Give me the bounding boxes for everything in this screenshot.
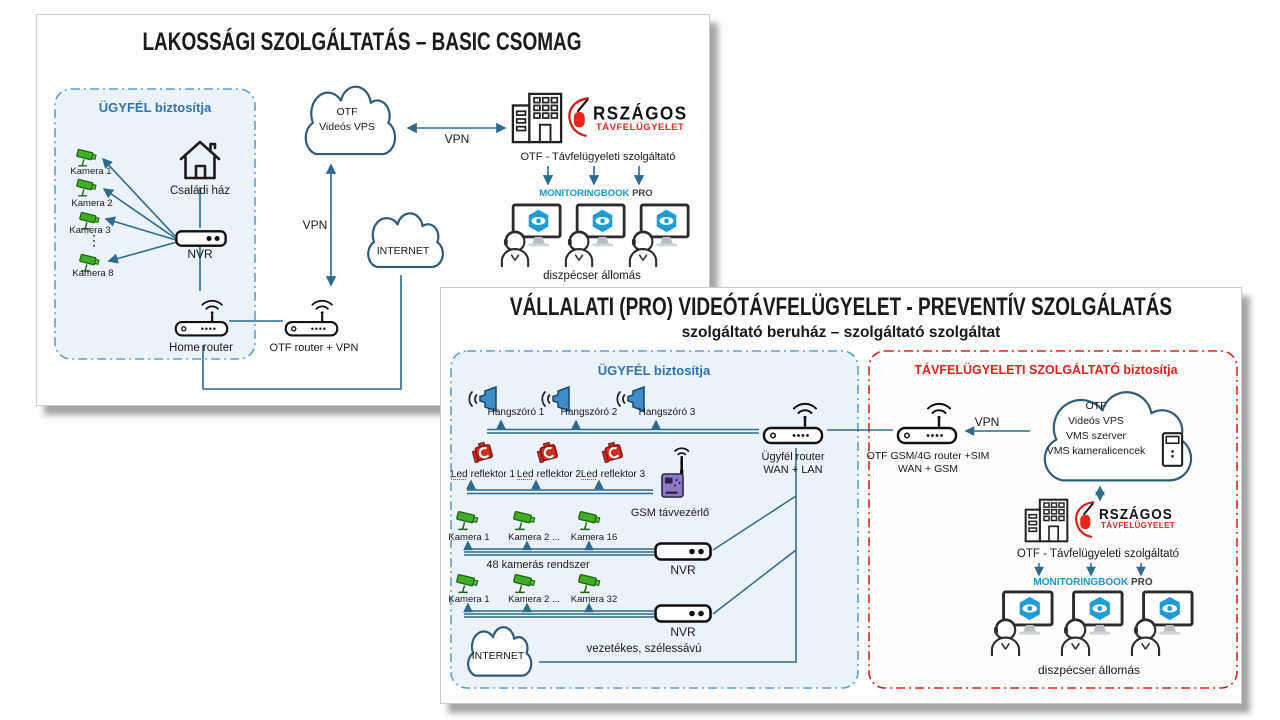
otf-gsm-router-sublabel: WAN + GSM xyxy=(898,463,958,475)
vpn-label: VPN xyxy=(444,132,470,146)
monitoringbook-suffix: PRO xyxy=(632,188,653,199)
nvr-label: NVR xyxy=(670,563,696,577)
home-router-label: Home router xyxy=(169,342,233,354)
led-rest: reflektor 1 xyxy=(470,469,516,480)
panel2-subtitle: szolgáltató beruház – szolgáltató szolgá… xyxy=(681,324,1001,341)
monitor-operator-icon xyxy=(1130,589,1194,657)
logo-wordmark: RSZÁGOS xyxy=(593,103,688,124)
panel2-title: VÁLLALATI (PRO) VIDEÓTÁVFELÜGYELET - PRE… xyxy=(509,294,1173,322)
camera-label: Kamera 2 ... xyxy=(508,594,560,605)
monitor-operator-icon xyxy=(500,202,562,268)
otf-logo-icon xyxy=(1073,499,1098,540)
wired-broadband-label: vezetékes, szélessávú xyxy=(586,643,702,655)
system-size-label: 48 kamerás rendszer xyxy=(486,559,590,571)
led-word: Led xyxy=(580,469,598,480)
led-floodlight-icon xyxy=(535,440,563,467)
camera-label: Kamera 1 xyxy=(70,166,112,177)
camera-icon xyxy=(577,510,605,534)
camera-label: Kamera 2 ... xyxy=(508,532,560,543)
dispatcher-label: diszpécser állomás xyxy=(543,270,641,282)
led-rest: reflektor 2 xyxy=(536,469,582,480)
otf-logo-icon xyxy=(566,95,593,139)
camera-label: Kamera 2 xyxy=(71,198,113,209)
otf-router-icon xyxy=(284,292,339,338)
customer-router-icon xyxy=(761,395,825,445)
camera-label: Kamera 3 xyxy=(69,225,111,236)
dispatcher-label: diszpécser állomás xyxy=(1037,663,1141,677)
nvr-icon xyxy=(654,542,712,561)
vpn-label: VPN xyxy=(974,415,1000,429)
cloud-line: Videós VPS xyxy=(1068,415,1124,427)
camera-icon xyxy=(75,178,101,200)
server-icon xyxy=(1160,430,1185,469)
speaker-label: Hangszóró 2 xyxy=(560,407,618,418)
monitor-operator-icon xyxy=(628,202,690,268)
home-router-icon xyxy=(174,292,229,338)
vps-cloud-line: Videós VPS xyxy=(319,121,375,133)
gsm-controller-icon xyxy=(659,438,693,504)
ellipsis-dots: ⋮ xyxy=(87,232,101,248)
monitoringbook-brand: MONITORINGBOOK xyxy=(1033,577,1129,588)
led-floodlight-icon xyxy=(600,440,628,467)
cloud-line: VMS szerver xyxy=(1065,430,1127,442)
cloud-line: VMS kameralicencek xyxy=(1046,445,1146,457)
customer-router-label: Ügyfél router xyxy=(761,451,825,463)
logo-wordmark: RSZÁGOS xyxy=(1099,506,1173,523)
logo-wordmark-sub: TÁVFELÜGYELET xyxy=(596,122,685,133)
led-word: Led xyxy=(516,469,534,480)
otf-caption: OTF - Távfelügyeleti szolgáltató xyxy=(520,151,676,163)
customer-router-sublabel: WAN + LAN xyxy=(763,464,823,476)
vps-cloud-line: OTF xyxy=(336,106,358,118)
customer-box-title: ÜGYFÉL biztosítja xyxy=(98,100,212,115)
otf-router-label: OTF router + VPN xyxy=(269,342,359,354)
connector-lines xyxy=(54,88,645,390)
nvr-label: NVR xyxy=(187,247,213,261)
speaker-label: Hangszóró 1 xyxy=(487,407,545,418)
house-label: Családi ház xyxy=(169,185,231,197)
internet-label: INTERNET xyxy=(471,650,525,662)
building-icon xyxy=(1023,498,1070,543)
nvr-icon xyxy=(654,604,712,623)
monitoringbook-label: MONITORINGBOOK PRO xyxy=(1033,577,1152,588)
nvr-label: NVR xyxy=(670,625,696,639)
house-icon xyxy=(177,136,223,184)
camera-label: Kamera 1 xyxy=(448,594,490,605)
camera-icon xyxy=(512,510,540,534)
led-word: Led xyxy=(450,469,468,480)
otf-gsm-router-label: OTF GSM/4G router +SIM xyxy=(866,450,990,462)
panel1-title: LAKOSSÁGI SZOLGÁLTATÁS – BASIC CSOMAG xyxy=(142,29,582,57)
camera-label: Kamera 1 xyxy=(448,532,490,543)
camera-label: Kamera 16 xyxy=(570,532,618,543)
basic-package-diagram: LAKOSSÁGI SZOLGÁLTATÁS – BASIC CSOMAG ÜG… xyxy=(36,14,710,406)
pro-package-diagram: VÁLLALATI (PRO) VIDEÓTÁVFELÜGYELET - PRE… xyxy=(440,287,1242,704)
monitor-operator-icon xyxy=(1060,589,1124,657)
led-floodlight-icon xyxy=(470,440,498,467)
internet-cloud-icon xyxy=(355,212,452,274)
building-icon xyxy=(510,90,564,146)
provider-box-title: TÁVFELÜGYELETI SZOLGÁLTATÓ biztosítja xyxy=(914,363,1178,377)
internet-label: INTERNET xyxy=(376,245,430,257)
customer-box-title: ÜGYFÉL biztosítja xyxy=(597,363,711,378)
gsm-label: GSM távvezérlő xyxy=(630,507,710,519)
otf-gsm-router-icon xyxy=(895,395,959,445)
monitoringbook-brand: MONITORINGBOOK xyxy=(539,188,630,199)
vpn-label: VPN xyxy=(302,218,328,232)
monitoringbook-label: MONITORINGBOOK PRO xyxy=(539,188,653,200)
camera-icon xyxy=(455,510,483,534)
logo-wordmark-sub: TÁVFELÜGYELET xyxy=(1101,521,1176,530)
monitoringbook-suffix: PRO xyxy=(1130,577,1153,588)
led-rest: reflektor 3 xyxy=(600,469,646,480)
speaker-label: Hangszóró 3 xyxy=(638,407,696,418)
monitor-operator-icon xyxy=(990,589,1054,657)
monitor-operator-icon xyxy=(564,202,626,268)
camera-label: Kamera 8 xyxy=(72,268,114,279)
cloud-line: OTF xyxy=(1085,400,1107,412)
camera-label: Kamera 32 xyxy=(570,594,618,605)
otf-caption: OTF - Távfelügyeleti szolgáltató xyxy=(1016,548,1180,560)
nvr-icon xyxy=(175,230,227,247)
